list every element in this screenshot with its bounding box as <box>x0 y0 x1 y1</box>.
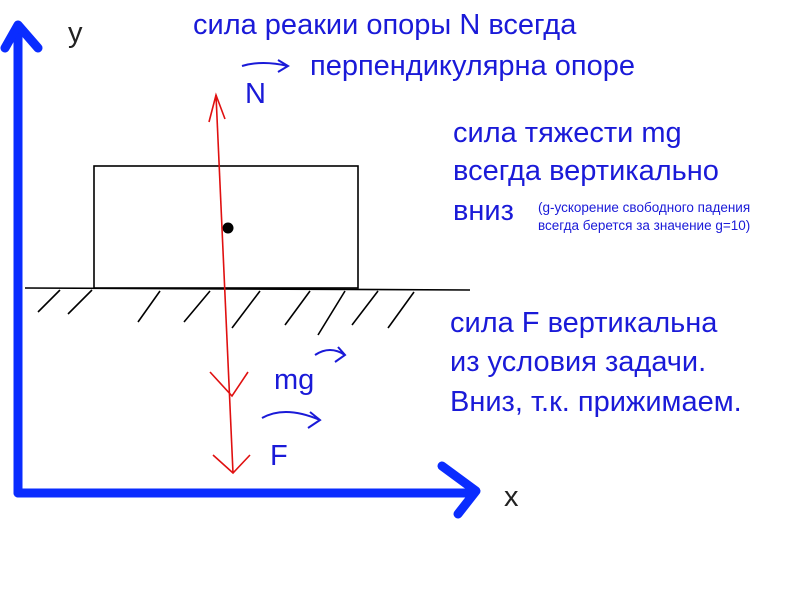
normal-note-line-2: перпендикулярна опоре <box>310 50 635 82</box>
vector-arrows <box>241 59 347 429</box>
block <box>93 165 359 289</box>
surface <box>24 287 471 336</box>
normal-arrowhead <box>208 92 226 123</box>
normal-note-line-1: сила реакии опоры N всегда <box>193 9 577 41</box>
gravity-hint-line-1: (g-ускорение свободного падения <box>538 200 750 215</box>
gravity-hint-line-2: всегда берется за значение g=10) <box>538 218 750 233</box>
gravity-note-line-3: вниз <box>453 195 514 227</box>
F-vector-arrow <box>261 411 322 429</box>
force-note-line-1: сила F вертикальна <box>450 307 718 339</box>
mg-vector-arrow <box>314 346 347 363</box>
gravity-note-line-2: всегда вертикально <box>453 155 719 187</box>
y-axis-label: y <box>68 17 83 49</box>
F-label: F <box>270 440 288 472</box>
center-of-mass-dot <box>222 222 234 234</box>
x-axis <box>13 461 481 519</box>
force-lines <box>208 92 251 475</box>
force-arrowhead <box>212 454 251 475</box>
y-axis <box>0 20 43 498</box>
gravity-arrowhead <box>209 371 249 398</box>
x-axis-label: x <box>504 481 519 513</box>
mg-label: mg <box>274 364 314 396</box>
N-vector-arrow <box>241 59 290 73</box>
N-label: N <box>245 78 266 110</box>
force-note-line-3: Вниз, т.к. прижимаем. <box>450 386 742 418</box>
gravity-note-line-1: сила тяжести mg <box>453 117 682 149</box>
force-note-line-2: из условия задачи. <box>450 346 706 378</box>
